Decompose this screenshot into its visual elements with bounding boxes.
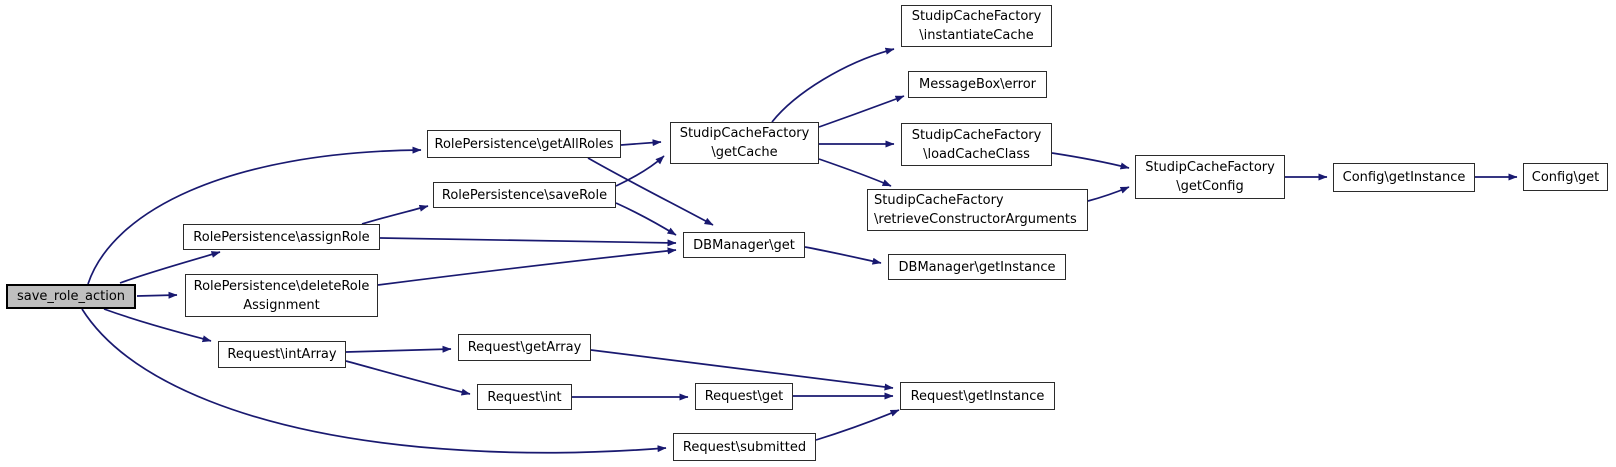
edge-scf_getCache-to-scf_retrieveConstructorArguments xyxy=(818,158,892,187)
edge-save_role_action-to-role_getAllRoles xyxy=(87,146,422,285)
node-label: Request\get xyxy=(704,389,784,404)
node-msgbox_error[interactable]: MessageBox\error xyxy=(908,71,1047,98)
node-label: Request\getInstance xyxy=(910,388,1045,404)
node-role_assignRole[interactable]: RolePersistence\assignRole xyxy=(183,224,380,250)
node-role_getAllRoles[interactable]: RolePersistence\getAllRoles xyxy=(427,130,621,158)
node-req_submitted[interactable]: Request\submitted xyxy=(673,433,816,461)
node-label: DBManager\get xyxy=(693,237,795,253)
edge-scf_retrieveConstructorArguments-to-scf_getConfig xyxy=(1087,186,1130,202)
node-scf_loadCacheClass[interactable]: StudipCacheFactory \loadCacheClass xyxy=(901,123,1052,166)
edge-scf_loadCacheClass-to-scf_getConfig xyxy=(1051,152,1130,170)
edge-req_intArray-to-req_int xyxy=(345,360,471,396)
node-label: \retrieveConstructorArguments xyxy=(874,212,1077,227)
edge-scf_getCache-to-msgbox_error xyxy=(818,95,905,128)
node-label: Request\intArray xyxy=(227,347,337,362)
node-label: Assignment xyxy=(243,297,320,313)
edge-save_role_action-to-req_intArray xyxy=(103,308,212,343)
edge-role_deleteRoleAssignment-to-dbm_get xyxy=(377,247,677,286)
node-label: \getConfig xyxy=(1176,179,1244,194)
node-label: \getCache xyxy=(711,145,778,160)
edge-role_saveRole-to-dbm_get xyxy=(615,202,677,236)
node-label: RolePersistence\assignRole xyxy=(193,229,370,245)
node-label: DBManager\getInstance xyxy=(898,259,1056,275)
edge-role_getAllRoles-to-scf_getCache xyxy=(620,139,662,147)
edge-role_saveRole-to-scf_getCache xyxy=(615,155,665,187)
node-label: \loadCacheClass xyxy=(923,146,1030,162)
node-scf_getConfig[interactable]: StudipCacheFactory \getConfig xyxy=(1135,155,1285,199)
node-label: Request\submitted xyxy=(682,439,807,455)
node-label: RolePersistence\getAllRoles xyxy=(434,136,614,152)
node-save_role_action[interactable]: save_role_action xyxy=(6,284,136,309)
edge-role_assignRole-to-dbm_get xyxy=(379,237,677,247)
edge-group xyxy=(81,47,1518,454)
node-req_get[interactable]: Request\get xyxy=(695,383,793,410)
edge-req_getArray-to-req_getInstance xyxy=(590,349,894,391)
edge-dbm_get-to-dbm_getInstance xyxy=(804,246,882,265)
node-req_getArray[interactable]: Request\getArray xyxy=(458,334,591,361)
node-label: Config\get xyxy=(1531,169,1600,185)
node-dbm_get[interactable]: DBManager\get xyxy=(683,232,805,258)
node-label: StudipCacheFactory xyxy=(911,127,1042,143)
node-label: \instantiateCache xyxy=(919,28,1034,43)
node-config_getInstance[interactable]: Config\getInstance xyxy=(1333,163,1475,192)
node-label: RolePersistence\deleteRole xyxy=(193,278,370,294)
node-label: StudipCacheFactory xyxy=(911,9,1042,24)
node-scf_getCache[interactable]: StudipCacheFactory \getCache xyxy=(670,122,819,164)
node-req_getInstance[interactable]: Request\getInstance xyxy=(900,382,1055,410)
edge-role_getAllRoles-to-dbm_get xyxy=(587,157,714,226)
node-label: Request\getArray xyxy=(467,340,582,355)
edge-role_assignRole-to-role_saveRole xyxy=(361,204,429,225)
node-dbm_getInstance[interactable]: DBManager\getInstance xyxy=(888,254,1066,280)
edge-save_role_action-to-req_submitted xyxy=(81,308,667,454)
node-scf_retrieveConstructorArguments[interactable]: StudipCacheFactory \retrieveConstructorAr… xyxy=(867,189,1088,231)
edge-req_intArray-to-req_getArray xyxy=(345,345,452,353)
edge-scf_getCache-to-scf_instantiateCache xyxy=(771,47,895,123)
edge-req_submitted-to-req_getInstance xyxy=(815,409,900,441)
edge-save_role_action-to-role_deleteRoleAssignment xyxy=(136,291,178,299)
node-label: Config\getInstance xyxy=(1342,170,1466,185)
node-config_get[interactable]: Config\get xyxy=(1523,163,1608,191)
edge-save_role_action-to-role_assignRole xyxy=(119,251,221,284)
node-scf_instantiateCache[interactable]: StudipCacheFactory \instantiateCache xyxy=(901,5,1052,47)
node-label: StudipCacheFactory xyxy=(874,193,1004,208)
node-role_saveRole[interactable]: RolePersistence\saveRole xyxy=(433,182,616,208)
node-label: save_role_action xyxy=(16,289,126,304)
node-label: MessageBox\error xyxy=(919,77,1036,92)
node-label: StudipCacheFactory xyxy=(679,126,810,141)
node-label: Request\int xyxy=(487,389,562,405)
node-req_intArray[interactable]: Request\intArray xyxy=(218,341,346,368)
node-label: StudipCacheFactory xyxy=(1145,160,1275,175)
node-req_int[interactable]: Request\int xyxy=(477,384,572,410)
node-label: RolePersistence\saveRole xyxy=(441,187,608,203)
